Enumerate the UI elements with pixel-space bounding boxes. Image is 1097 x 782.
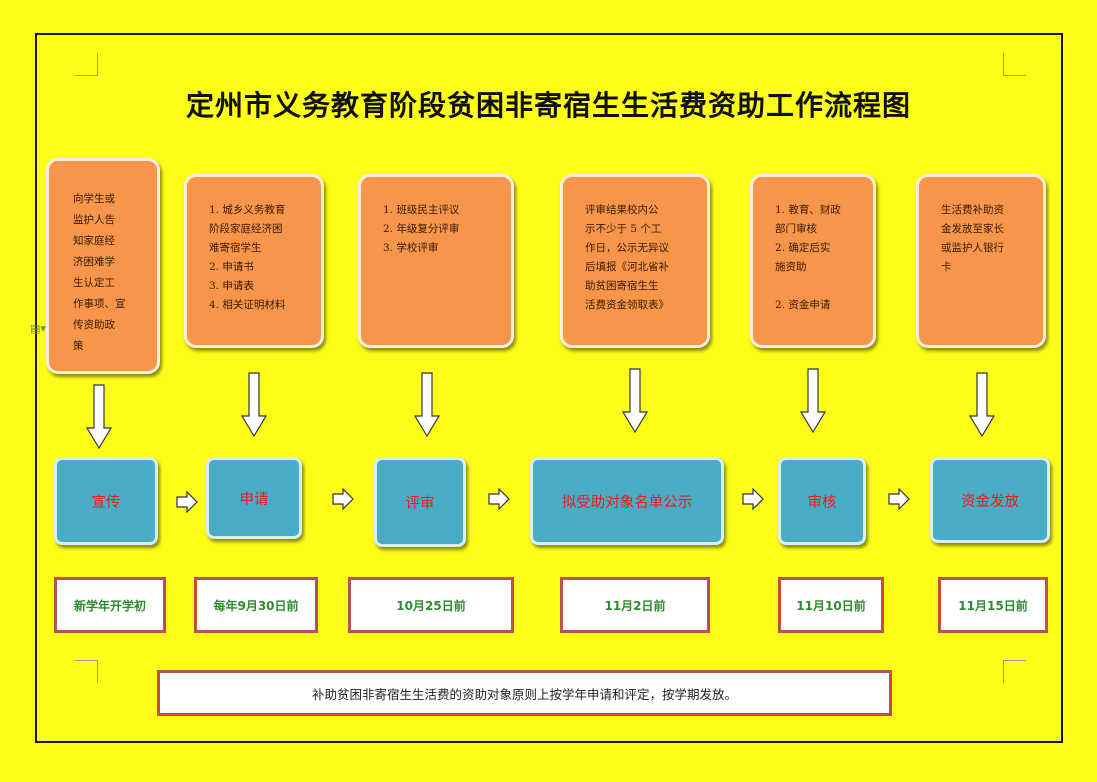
down-arrow-icon — [969, 372, 995, 438]
step-line: 监护人告 — [73, 214, 115, 226]
crop-mark-top-left — [75, 53, 98, 76]
step-line: 卡 — [941, 261, 952, 273]
time-box-1: 新学年开学初 — [54, 577, 166, 633]
down-arrow-icon — [414, 372, 440, 438]
time-box-2: 每年9月30日前 — [194, 577, 318, 633]
step-line: 作日，公示无异议 — [585, 242, 669, 254]
step-box-6: 生活费补助资 金发放至家长 或监护人银行 卡 — [916, 174, 1046, 348]
page-frame — [35, 33, 1063, 743]
crop-mark-top-right — [1003, 53, 1026, 76]
right-arrow-icon — [488, 488, 510, 510]
step-line: 生认定工 — [73, 277, 115, 289]
step-line: 或监护人银行 — [941, 242, 1004, 254]
step-line: 2. 确定后实 — [775, 242, 831, 254]
step-line: 评审结果校内公 — [585, 204, 659, 216]
step-box-3: 1. 班级民主评议 2. 年级复分评审 3. 学校评审 — [358, 174, 514, 348]
step-line: 活费资金领取表》 — [585, 299, 669, 311]
right-arrow-icon — [332, 488, 354, 510]
crop-mark-bottom-right — [1003, 660, 1026, 683]
time-box-3: 10月25日前 — [348, 577, 514, 633]
step-line: 生活费补助资 — [941, 204, 1004, 216]
step-line: 后填报《河北省补 — [585, 261, 669, 273]
stage-box-publicity: 宣传 — [54, 457, 158, 545]
step-line: 1. 班级民主评议 — [383, 204, 460, 216]
step-line: 2. 年级复分评审 — [383, 223, 460, 235]
stage-box-disbursement: 资金发放 — [930, 457, 1050, 543]
step-box-5: 1. 教育、财政 部门审核 2. 确定后实 施资助 2. 资金申请 — [750, 174, 876, 348]
step-line: 4. 相关证明材料 — [209, 299, 286, 311]
step-line: 3. 申请表 — [209, 280, 254, 292]
stage-box-publication: 拟受助对象名单公示 — [530, 457, 724, 545]
time-box-6: 11月15日前 — [938, 577, 1048, 633]
step-line: 知家庭经 — [73, 235, 115, 247]
step-line: 策 — [73, 340, 84, 352]
step-line: 助贫困寄宿生生 — [585, 280, 659, 292]
step-line: 1. 城乡义务教育 — [209, 204, 286, 216]
step-box-2: 1. 城乡义务教育 阶段家庭经济困 难寄宿学生 2. 申请书 3. 申请表 4.… — [184, 174, 324, 348]
stage-box-audit: 审核 — [778, 457, 866, 545]
down-arrow-icon — [241, 372, 267, 438]
down-arrow-icon — [86, 384, 112, 450]
step-line — [775, 277, 851, 296]
page-title: 定州市义务教育阶段贫困非寄宿生生活费资助工作流程图 — [185, 89, 911, 122]
time-box-4: 11月2日前 — [560, 577, 710, 633]
step-box-1: 向学生或 监护人告 知家庭经 济困难学 生认定工 作事项、宣 传资助政 策 — [46, 158, 160, 374]
crop-mark-bottom-left — [75, 660, 98, 683]
down-arrow-icon — [800, 368, 826, 434]
right-arrow-icon — [888, 488, 910, 510]
step-line: 阶段家庭经济困 — [209, 223, 283, 235]
stage-box-review: 评审 — [374, 457, 466, 547]
step-line: 2. 申请书 — [209, 261, 254, 273]
step-line: 作事项、宣 — [73, 298, 126, 310]
step-line: 1. 教育、财政 — [775, 204, 841, 216]
step-line: 难寄宿学生 — [209, 242, 262, 254]
step-box-4: 评审结果校内公 示不少于 5 个工 作日，公示无异议 后填报《河北省补 助贫困寄… — [560, 174, 710, 348]
footnote-box: 补助贫困非寄宿生生活费的资助对象原则上按学年申请和评定，按学期发放。 — [157, 670, 892, 716]
step-line: 济困难学 — [73, 256, 115, 268]
right-arrow-icon — [742, 488, 764, 510]
step-line: 示不少于 5 个工 — [585, 223, 662, 235]
step-line: 向学生或 — [73, 193, 115, 205]
step-line: 部门审核 — [775, 223, 817, 235]
stage-box-application: 申请 — [206, 457, 302, 539]
step-line: 传资助政 — [73, 319, 115, 331]
down-arrow-icon — [622, 368, 648, 434]
paste-options-icon[interactable]: ▤▾ — [30, 322, 46, 335]
time-box-5: 11月10日前 — [778, 577, 884, 633]
step-line: 3. 学校评审 — [383, 242, 439, 254]
step-line: 金发放至家长 — [941, 223, 1004, 235]
step-line: 2. 资金申请 — [775, 299, 831, 311]
right-arrow-icon — [176, 491, 198, 513]
step-line: 施资助 — [775, 261, 807, 273]
